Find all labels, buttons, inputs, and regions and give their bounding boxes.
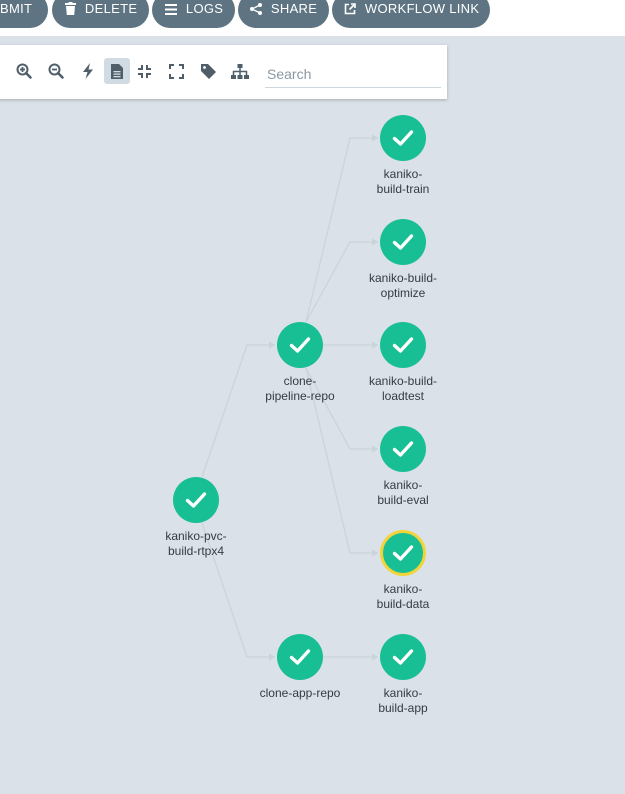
graph-edge <box>201 344 275 478</box>
node-label: kaniko-build-train <box>343 167 463 197</box>
graph-toolbar <box>0 45 447 99</box>
checkmark-icon <box>392 545 414 561</box>
graph-edge <box>201 522 275 658</box>
share-button[interactable]: SHARE <box>238 0 329 28</box>
trash-icon <box>65 2 76 18</box>
edge-arrowhead <box>372 134 378 142</box>
workflow-node-build-app[interactable] <box>380 634 426 680</box>
edge-arrowhead <box>372 238 378 246</box>
external-link-icon <box>344 3 356 18</box>
node-label-line: kaniko- <box>383 686 423 700</box>
node-label: kaniko-build-data <box>343 582 463 612</box>
node-label: kaniko-build-app <box>343 686 463 716</box>
resubmit-button-label: BMIT <box>0 1 33 16</box>
workflow-node-clone-app[interactable] <box>277 634 323 680</box>
logs-button[interactable]: LOGS <box>152 0 235 28</box>
share-button-label: SHARE <box>270 1 318 16</box>
node-label-line: kaniko- <box>383 478 423 492</box>
workflow-link-button-label: WORKFLOW LINK <box>364 1 480 16</box>
collapse-button[interactable] <box>131 58 157 84</box>
workflow-node-build-loadtest[interactable] <box>380 322 426 368</box>
node-label-line: optimize <box>380 286 426 300</box>
graph-edge <box>305 241 378 323</box>
workflow-node-build-train[interactable] <box>380 115 426 161</box>
node-label-line: build-eval <box>377 493 429 507</box>
expand-button[interactable] <box>163 58 189 84</box>
checkmark-icon <box>392 130 414 146</box>
expand-icon <box>168 63 184 79</box>
document-icon <box>111 63 123 79</box>
node-label-line: build-app <box>378 701 428 715</box>
node-label-line: kaniko-build- <box>368 374 438 388</box>
sitemap-icon <box>231 63 249 79</box>
list-icon <box>165 3 177 18</box>
node-label-line: build-train <box>376 182 430 196</box>
logs-button-label: LOGS <box>185 1 224 16</box>
workflow-link-button[interactable]: WORKFLOW LINK <box>332 0 490 28</box>
node-label-line: clone- <box>283 374 317 388</box>
edge-arrowhead <box>269 653 275 661</box>
graph-edge <box>305 367 378 450</box>
edge-arrowhead <box>372 445 378 453</box>
checkmark-icon <box>185 492 207 508</box>
graph-edge <box>305 137 378 323</box>
node-label-line: kaniko-build- <box>368 271 438 285</box>
workflow-node-root[interactable] <box>173 477 219 523</box>
action-bar: BMIT DELETE LOGS SHARE WORKFLOW LINK <box>0 0 625 36</box>
artifacts-toggle-button[interactable] <box>104 58 130 84</box>
node-label: kaniko-build-eval <box>343 478 463 508</box>
zoom-out-icon <box>48 63 64 79</box>
node-label-line: kaniko-pvc- <box>165 529 227 543</box>
zoom-in-icon <box>16 63 32 79</box>
node-label-line: loadtest <box>381 389 425 403</box>
workflow-node-build-optimize[interactable] <box>380 219 426 265</box>
node-label-line: pipeline-repo <box>265 389 335 403</box>
node-label-line: kaniko- <box>383 167 423 181</box>
checkmark-icon <box>289 337 311 353</box>
node-label: kaniko-pvc-build-rtpx4 <box>136 529 256 559</box>
edge-arrowhead <box>372 549 378 557</box>
edge-arrowhead <box>372 653 378 661</box>
delete-button[interactable]: DELETE <box>52 0 149 28</box>
share-icon <box>250 3 262 18</box>
checkmark-icon <box>392 441 414 457</box>
zoom-out-button[interactable] <box>43 58 69 84</box>
search-input[interactable] <box>265 61 441 88</box>
node-label-line: kaniko- <box>383 582 423 596</box>
compress-icon <box>137 64 151 78</box>
tag-icon <box>200 63 216 79</box>
workflow-node-build-eval[interactable] <box>380 426 426 472</box>
delete-button-label: DELETE <box>84 1 138 16</box>
edge-arrowhead <box>269 341 275 349</box>
node-label: kaniko-build-loadtest <box>343 374 463 404</box>
node-label-line: clone-app-repo <box>259 686 341 700</box>
graph-edge <box>305 367 378 554</box>
workflow-node-build-data[interactable] <box>380 530 426 576</box>
node-label: clone-pipeline-repo <box>240 374 360 404</box>
node-label-line: build-rtpx4 <box>167 544 225 558</box>
fast-render-button[interactable] <box>75 58 101 84</box>
tag-button[interactable] <box>195 58 221 84</box>
workflow-node-clone-pipeline[interactable] <box>277 322 323 368</box>
checkmark-icon <box>289 649 311 665</box>
node-label-line: build-data <box>376 597 430 611</box>
checkmark-icon <box>392 337 414 353</box>
edge-arrowhead <box>372 341 378 349</box>
checkmark-icon <box>392 234 414 250</box>
zoom-in-button[interactable] <box>11 58 37 84</box>
checkmark-icon <box>392 649 414 665</box>
node-label: clone-app-repo <box>240 686 360 701</box>
lightning-icon <box>83 63 93 79</box>
layout-button[interactable] <box>227 58 253 84</box>
resubmit-button[interactable]: BMIT <box>0 0 48 28</box>
node-label: kaniko-build-optimize <box>343 271 463 301</box>
